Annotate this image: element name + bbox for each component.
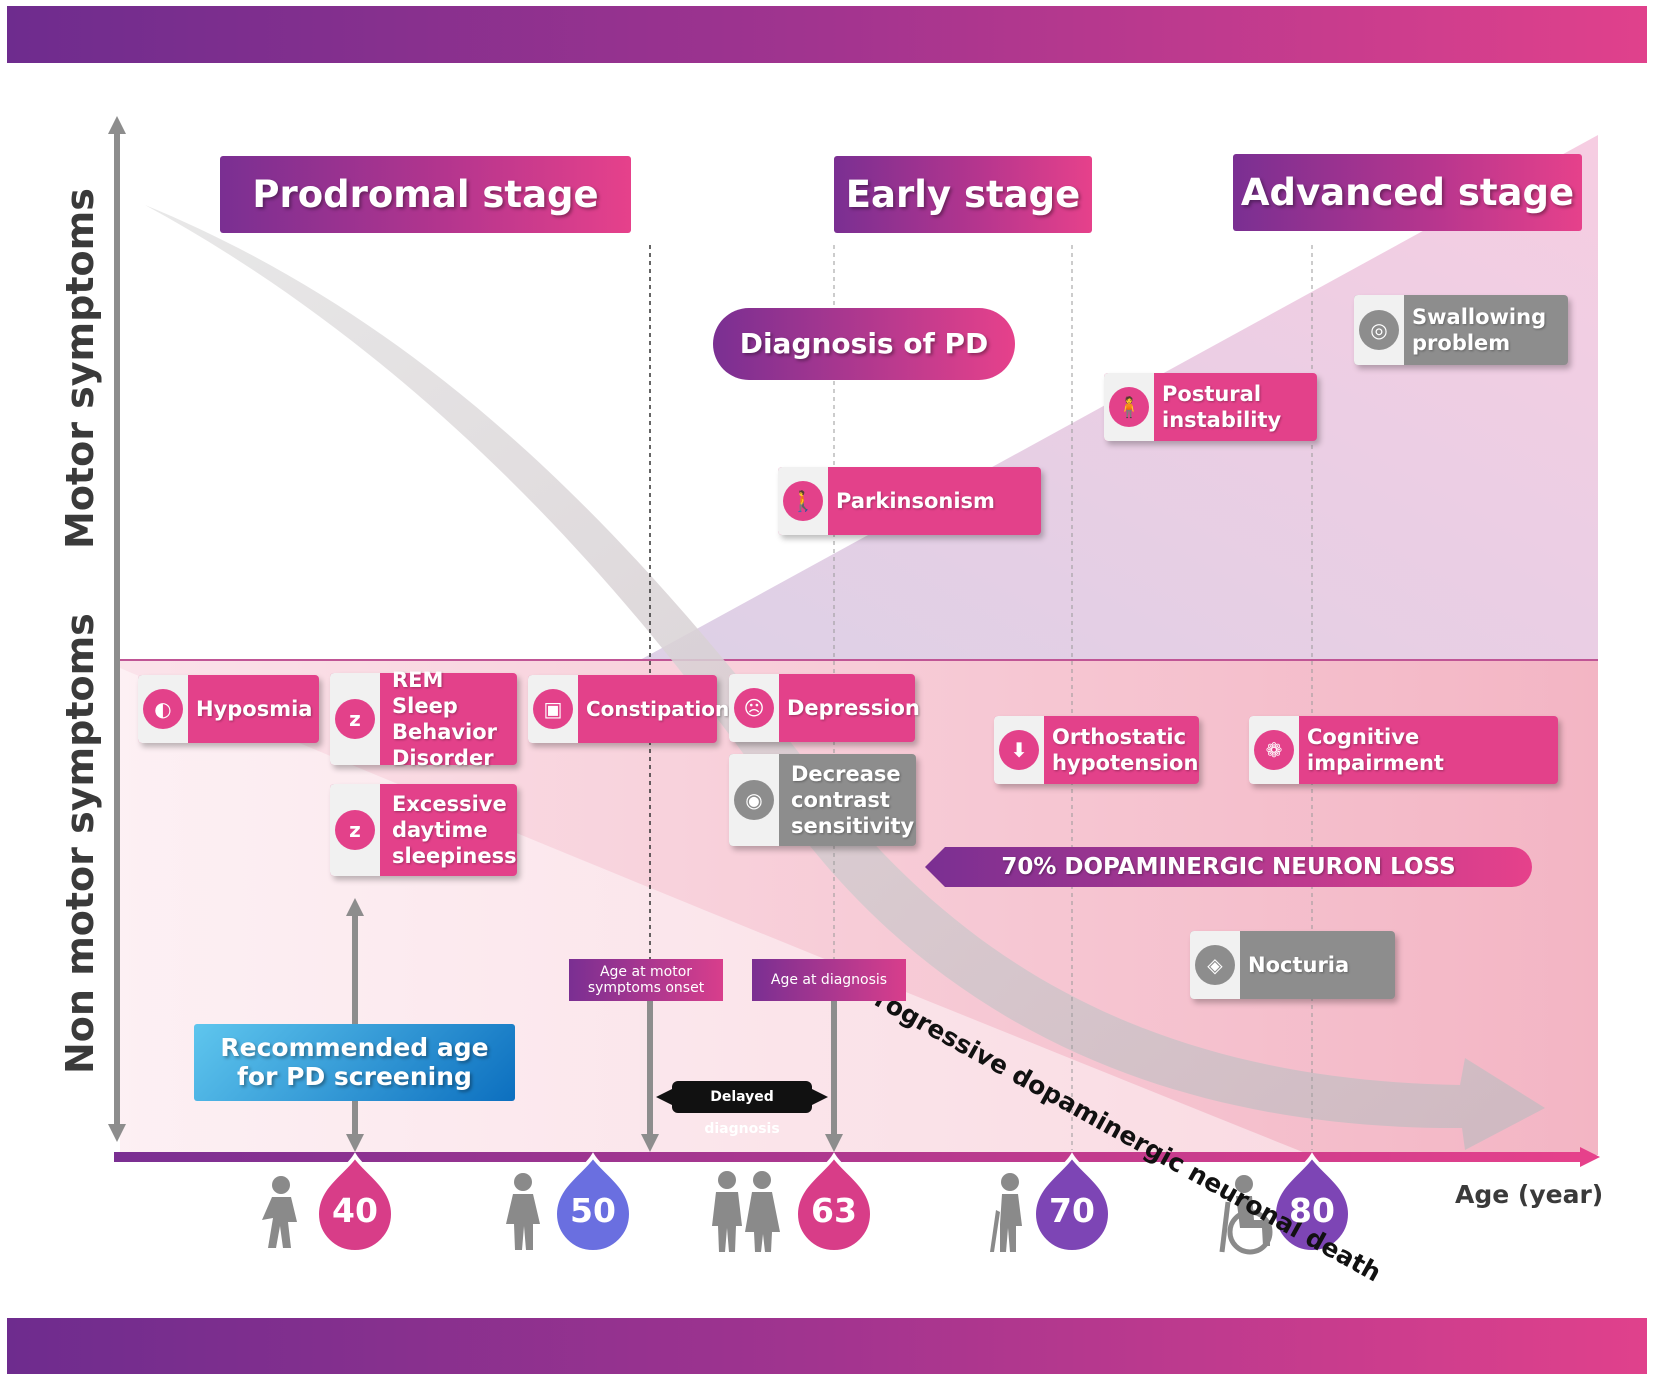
arrow-down-icon: ⬇ (999, 730, 1039, 770)
eye-icon: ◉ (734, 780, 774, 820)
rem-label-1: REM Sleep (392, 667, 458, 718)
nose-icon: ◐ (143, 689, 183, 729)
hyposmia-label: Hyposmia (196, 696, 313, 721)
adult-couple-icon (712, 1171, 780, 1252)
diagnosis-pill (713, 308, 1015, 380)
contrast-label-1: Decrease (791, 761, 901, 786)
nocturia-label: Nocturia (1248, 952, 1350, 977)
non-motor-axis-title: Non motor symptoms (58, 613, 102, 1074)
top-band (7, 6, 1647, 63)
walking-person-icon: 🚶 (783, 481, 823, 521)
advanced-stage-box: Advanced stage (1233, 154, 1582, 231)
swallowing-label-2: problem (1412, 331, 1511, 355)
parkinsonism-card: 🚶 Parkinsonism (778, 467, 1041, 535)
elderly-person-icon: 🧍 (1109, 387, 1149, 427)
depression-card: ☹ Depression (729, 674, 920, 742)
wheelchair-person-icon (1235, 1175, 1270, 1246)
delayed-arrow-left (656, 1089, 672, 1105)
swallowing-label-1: Swallowing (1412, 304, 1547, 329)
age-63: 63 (811, 1191, 857, 1230)
motor-onset-label-2: symptoms onset (587, 980, 705, 996)
early-stage-box: Early stage (834, 156, 1092, 233)
bladder-icon: ◈ (1195, 945, 1235, 985)
age-axis-title: Age (year) (1455, 1180, 1604, 1209)
bottom-band (7, 1318, 1647, 1374)
motor-onset-arrow-head (641, 1134, 659, 1152)
constipation-label: Constipation (586, 696, 730, 721)
depression-label: Depression (787, 695, 920, 720)
ortho-label-1: Orthostatic (1052, 724, 1187, 749)
toilet-icon: ▣ (533, 689, 573, 729)
parkinsonism-label: Parkinsonism (836, 488, 995, 513)
age-70: 70 (1049, 1191, 1095, 1230)
vertical-axis-top-arrow (108, 116, 126, 134)
postural-label-1: Postural (1162, 381, 1262, 406)
progressive-arrow (145, 205, 1545, 1150)
child-icon (262, 1176, 297, 1248)
age-40: 40 (332, 1191, 378, 1230)
hyposmia-card: ◐ Hyposmia (138, 675, 319, 743)
screening-label-2: for PD screening (237, 1061, 472, 1091)
horizontal-axis (114, 1152, 1589, 1162)
sleep-icon: z (335, 699, 375, 739)
teen-icon (506, 1173, 540, 1250)
neuron-loss-banner (925, 847, 1532, 887)
age-drop-70 (1031, 1152, 1113, 1254)
age-drop-40 (314, 1152, 396, 1254)
age-diagnosis-label: Age at diagnosis (752, 959, 906, 1001)
age-drop-80 (1271, 1152, 1353, 1254)
constipation-card: ▣ Constipation (528, 675, 730, 743)
sad-person-icon: ☹ (734, 688, 774, 728)
cognitive-label: Cognitive impairment (1307, 724, 1444, 775)
neuron-loss-label: 70% DOPAMINERGIC NEURON LOSS (1001, 854, 1456, 880)
motor-axis-title: Motor symptoms (58, 188, 102, 549)
age-drop-50 (552, 1152, 634, 1254)
drowsy-icon: z (335, 810, 375, 850)
prodromal-stage-box: Prodromal stage (220, 156, 631, 233)
diagnosis-label: Diagnosis of PD (739, 327, 989, 360)
eds-label-1: Excessive (392, 791, 507, 816)
contrast-label-2: contrast (791, 787, 890, 812)
eds-label-2: daytime (392, 817, 488, 842)
rem-label-2: Behavior (392, 720, 498, 744)
age-80: 80 (1289, 1191, 1335, 1230)
delayed-arrow-right (812, 1089, 828, 1105)
eds-label-3: sleepiness (392, 844, 517, 869)
horizontal-axis-arrow (1580, 1147, 1600, 1167)
ortho-label-2: hypotension (1052, 751, 1199, 775)
elderly-cane-icon (990, 1173, 1022, 1252)
screening-arrow-bottom (346, 1134, 364, 1152)
age-50: 50 (570, 1191, 616, 1230)
swallow-icon: ◎ (1359, 310, 1399, 350)
contrast-label-3: sensitivity (791, 814, 915, 839)
nocturia-card: ◈ Nocturia (1190, 931, 1395, 999)
motor-onset-label-1: Age at motor (599, 963, 693, 980)
rem-label-3: Disorder (392, 746, 494, 771)
screening-arrow-top (346, 898, 364, 916)
diagnosis-arrow-head (825, 1134, 843, 1152)
delayed-diagnosis-label: Delayed diagnosis (672, 1081, 812, 1137)
vertical-axis-bottom-arrow (108, 1124, 126, 1142)
cognitive-impairment-card: ❁ Cognitive impairment (1249, 716, 1558, 784)
brain-icon: ❁ (1254, 730, 1294, 770)
postural-label-2: instability (1162, 408, 1282, 432)
screening-label-1: Recommended age (220, 1032, 489, 1062)
age-drop-63 (793, 1152, 875, 1254)
